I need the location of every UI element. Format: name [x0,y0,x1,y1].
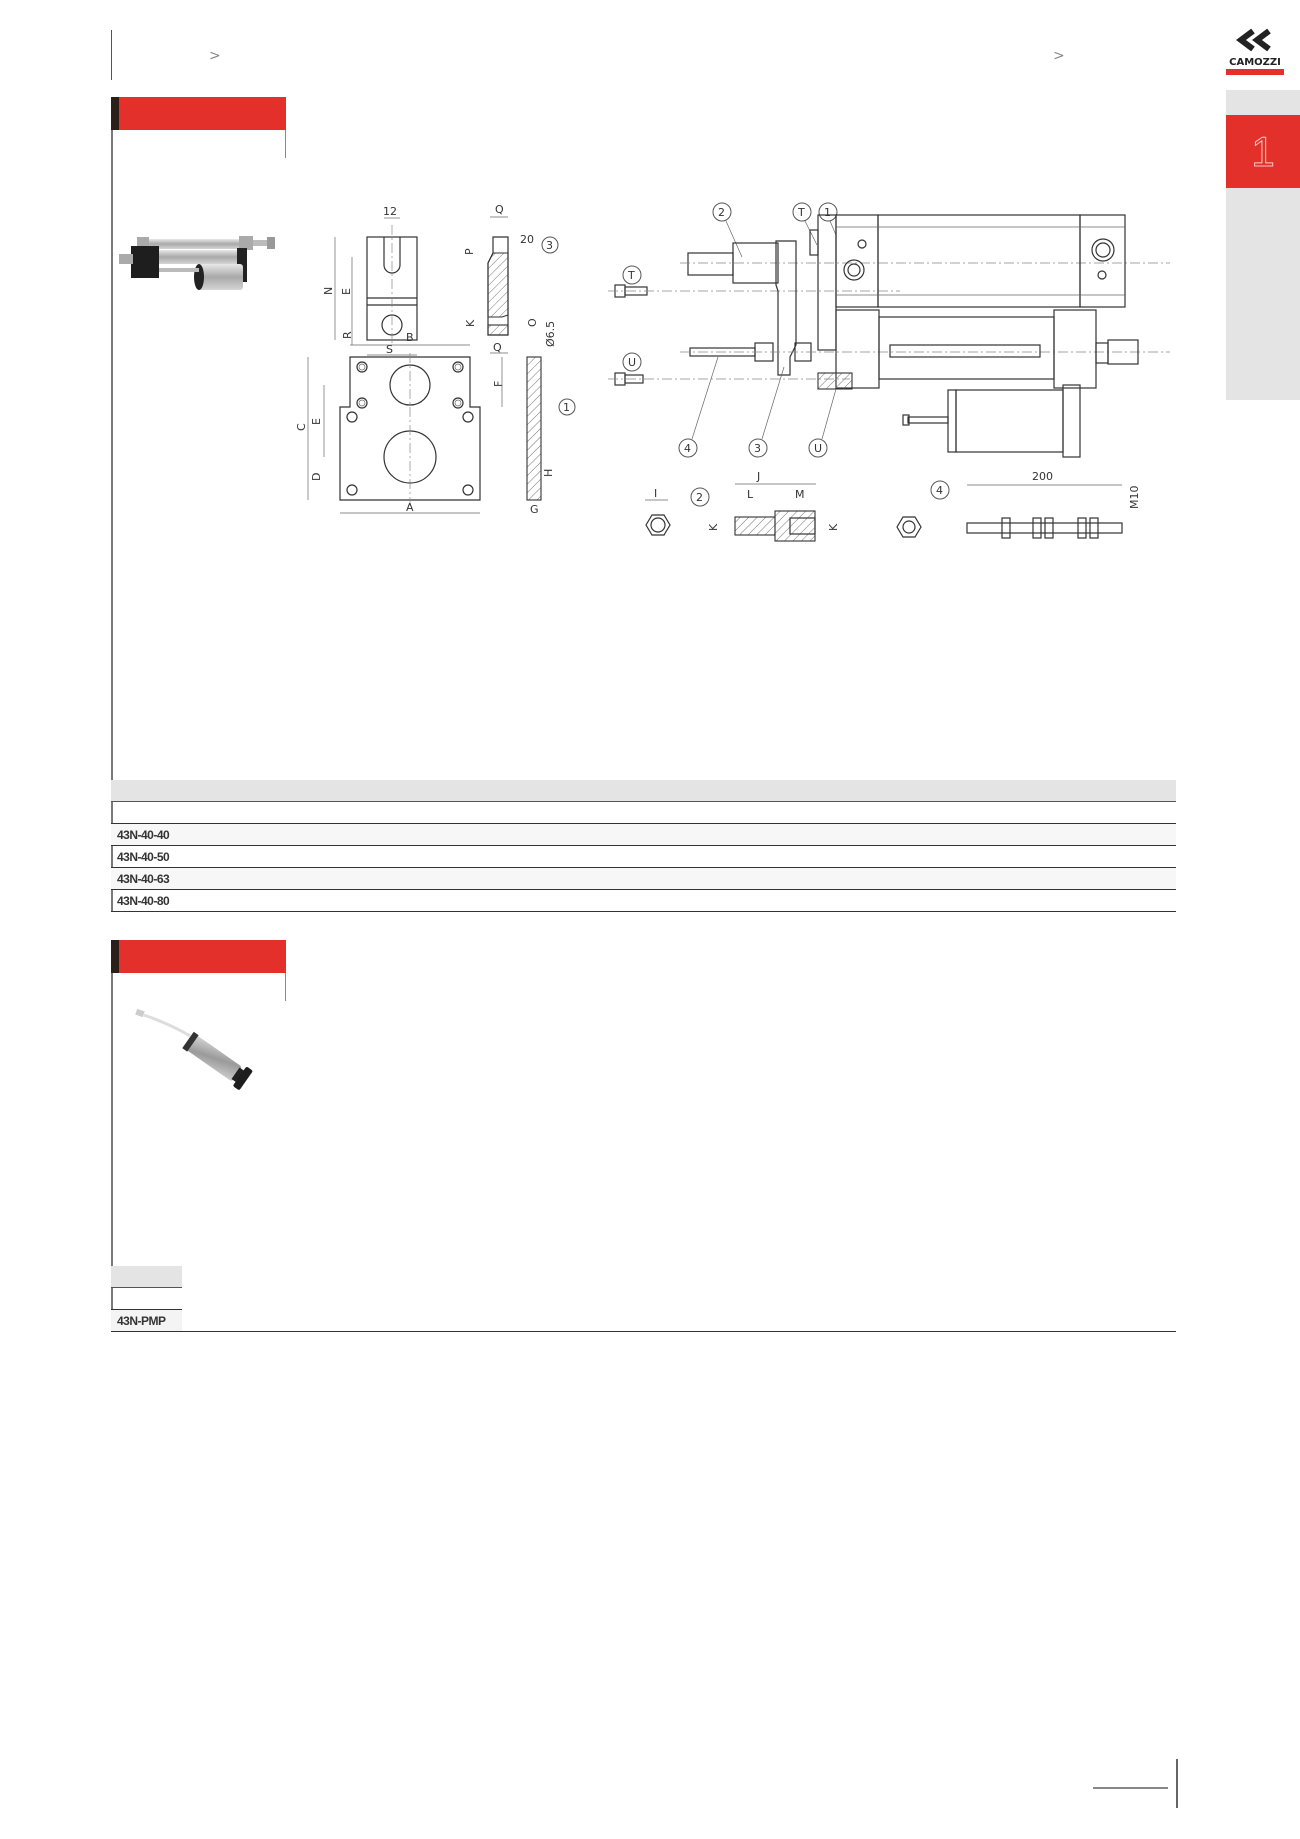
assembly-view: 2 T 1 T U [608,202,1170,458]
svg-text:12: 12 [383,205,397,218]
svg-text:R: R [341,331,354,339]
product-code: 43N-PMP [117,1313,166,1328]
svg-text:1: 1 [824,206,831,219]
svg-text:T: T [797,206,805,219]
section-header-marker [111,97,119,130]
part-1-plate-front-view: B A C E D F [295,331,505,514]
section-header-bar [111,940,286,973]
svg-text:Ø6.5: Ø6.5 [544,321,557,347]
table-subheader-row [111,1288,182,1310]
svg-text:E: E [310,418,323,425]
table-row: 43N-40-80 [111,890,1176,912]
product-photo-pump [132,1003,272,1103]
product-code: 43N-40-80 [117,893,170,908]
svg-text:K: K [827,523,840,531]
chapter-tab-active[interactable]: 1 [1226,115,1300,188]
svg-text:A: A [406,501,414,514]
svg-text:M: M [795,488,805,501]
camozzi-logo: CAMOZZI [1226,28,1284,75]
table-row: 43N-40-50 [111,846,1176,868]
product-code: 43N-40-63 [117,871,170,886]
svg-text:U: U [628,356,636,369]
svg-text:4: 4 [684,442,691,455]
table-row: 43N-PMP [111,1310,1176,1332]
technical-drawing-brake-kit: 12 N E R S Q P 20 3 K O Q [290,195,1170,595]
svg-text:U: U [814,442,822,455]
section-left-border [111,940,113,1332]
svg-text:T: T [627,269,635,282]
table-header [111,780,1176,802]
svg-text:2: 2 [696,491,703,504]
table-subheader-row [111,802,1176,824]
svg-text:20: 20 [520,233,534,246]
section-header-marker [111,940,119,973]
svg-text:K: K [707,523,720,531]
svg-text:L: L [747,488,754,501]
section-header-divider [285,973,286,1001]
footer-divider [1176,1759,1178,1808]
svg-text:K: K [464,319,477,327]
logo-text: CAMOZZI [1229,57,1281,68]
svg-text:4: 4 [936,484,943,497]
chapter-number: 1 [1251,127,1275,175]
part-4-detail-view: 4 200 M10 [896,470,1141,539]
part-3-front-view: 12 N E R S [322,205,418,356]
kit-codes-table: 43N-40-40 43N-40-50 43N-40-63 43N-40-80 [111,780,1176,912]
footer-rule [1093,1787,1168,1789]
section-left-border [111,97,113,912]
logo-mark-icon [1226,28,1284,55]
svg-text:H: H [542,469,555,477]
section-header-bar [111,97,286,130]
svg-text:C: C [295,423,308,431]
product-code: 43N-40-40 [117,827,170,842]
product-code: 43N-40-50 [117,849,170,864]
svg-text:S: S [386,343,393,356]
pump-codes-table: 43N-PMP [111,1266,1176,1332]
product-photo-kit [117,228,282,298]
part-2-detail-view: I 2 J L M K K [645,470,840,542]
svg-text:D: D [310,473,323,481]
breadcrumb-separator: > [1053,48,1065,64]
svg-text:N: N [322,287,335,295]
logo-accent-bar [1226,69,1284,75]
ck-logo-icon [1236,28,1271,52]
part-3-side-view: Q P 20 3 K O Q [463,203,559,354]
svg-text:Q: Q [495,203,504,216]
svg-text:E: E [340,288,353,295]
svg-text:1: 1 [563,401,570,414]
svg-text:3: 3 [546,239,553,252]
part-1-plate-side-view: Ø6.5 1 H G [526,321,576,516]
table-row: 43N-40-63 [111,868,1176,890]
svg-text:2: 2 [718,206,725,219]
table-row: 43N-40-40 [111,824,1176,846]
header-left-divider [111,30,112,80]
svg-text:M10: M10 [1128,486,1141,510]
svg-text:G: G [530,503,539,516]
svg-text:P: P [463,248,476,255]
svg-text:O: O [526,318,539,327]
svg-text:Q: Q [493,341,502,354]
svg-text:J: J [756,470,760,483]
svg-text:I: I [654,487,657,500]
svg-text:F: F [492,381,505,387]
svg-text:3: 3 [754,442,761,455]
breadcrumb-separator: > [209,48,221,64]
svg-text:200: 200 [1032,470,1053,483]
table-header [111,1266,182,1288]
svg-text:B: B [406,331,414,344]
section-header-divider [285,130,286,158]
